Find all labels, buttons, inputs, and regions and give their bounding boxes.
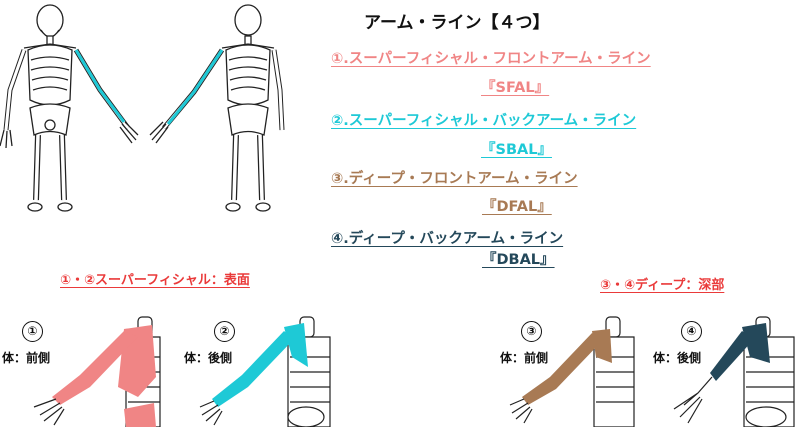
dfal-muscle-arm: [522, 333, 602, 405]
sbal-muscle-arm: [212, 331, 294, 407]
sbal-line-back: [166, 49, 224, 125]
line-sbal-name: ②.スーパーフィシャル・バックアーム・ライン: [331, 113, 637, 129]
line-dfal-name: ③.ディープ・フロントアーム・ライン: [331, 171, 578, 187]
skeleton-front-figure: [0, 4, 139, 212]
panel-2-number: ②: [214, 321, 235, 342]
panel-3-number: ③: [521, 321, 542, 342]
panel-3-dfal-figure: [509, 316, 635, 427]
superficial-group-label: ①・②スーパーフィシャル：表面: [60, 273, 250, 288]
dbal-muscle-back: [742, 323, 770, 363]
sfal-muscle-arm: [52, 331, 138, 405]
panel-4-number: ④: [681, 321, 702, 342]
page-title: アーム・ライン【４つ】: [364, 13, 550, 33]
panel-1-number: ①: [22, 321, 43, 342]
sbal-line-front: [74, 49, 126, 123]
sbal-muscle-back: [284, 323, 308, 367]
line-dbal-abbr: 『DBAL』: [482, 252, 555, 268]
panel-3-side-label: 体：前側: [500, 351, 549, 365]
line-sfal-abbr: 『SFAL』: [481, 80, 550, 96]
panel-4-dbal-figure: [673, 316, 795, 427]
panel-1-side-label: 体：前側: [2, 351, 51, 365]
dbal-muscle-arm: [710, 331, 754, 381]
panel-2-sbal-figure: [199, 316, 331, 427]
line-dbal-name: ④.ディープ・バックアーム・ライン: [331, 231, 564, 247]
skeleton-back-figure: [149, 4, 285, 212]
panel-1-sfal-figure: [33, 316, 161, 427]
line-sfal-name: ①.スーパーフィシャル・フロントアーム・ライン: [331, 51, 651, 67]
line-dfal-abbr: 『DFAL』: [482, 199, 552, 215]
rib-cage: [27, 44, 73, 106]
line-sbal-abbr: 『SBAL』: [481, 142, 552, 158]
panel-2-side-label: 体：後側: [184, 351, 233, 365]
panel-4-side-label: 体：後側: [653, 351, 702, 365]
deep-group-label: ③・④ディープ：深部: [600, 278, 725, 293]
